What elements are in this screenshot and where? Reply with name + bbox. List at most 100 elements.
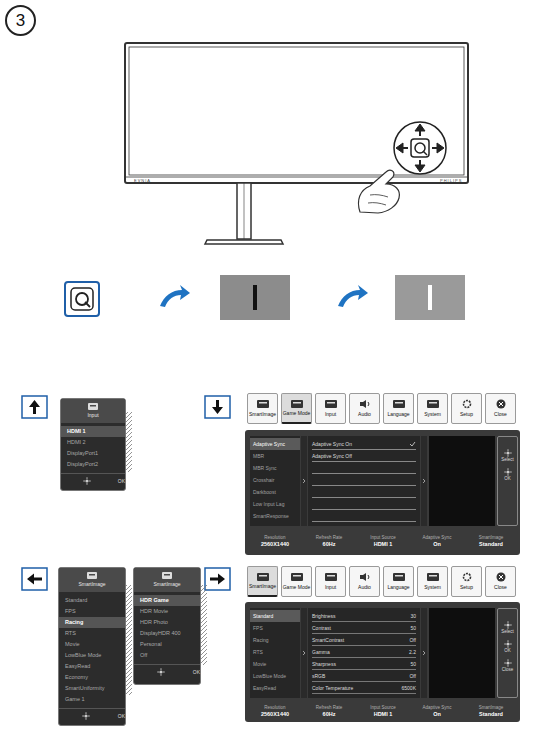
menu-tab: SmartImage <box>247 566 278 597</box>
tab-icon <box>426 572 440 582</box>
drawing-rect <box>129 47 464 175</box>
drawing-rect <box>411 139 429 157</box>
drawing-path <box>504 659 512 667</box>
hand-drawing <box>358 170 399 213</box>
option-row <box>312 498 416 510</box>
popup-icon <box>86 571 98 580</box>
tab-label-wrap: Language <box>384 575 413 593</box>
drawing-rect <box>220 275 290 320</box>
menu-item: DisplayHDR 400 <box>134 628 200 639</box>
popup-items: StandardFPSRacingRTSMovieLowBlue ModeEas… <box>59 592 125 708</box>
menu-item: DisplayPort2 <box>61 459 125 470</box>
drawing-path <box>504 468 512 476</box>
menu-tab: Input <box>315 393 346 424</box>
menu-tab: Audio <box>349 566 380 597</box>
drawing-path <box>368 575 369 579</box>
hint: OK <box>498 640 517 653</box>
drawing-rect <box>327 575 335 577</box>
setting-value: 50 <box>410 661 416 667</box>
drawing-line <box>85 302 90 307</box>
setting-row: Color Temperature6500K <box>312 682 416 694</box>
popup-footer: OK <box>59 708 125 723</box>
drawing-path <box>205 240 283 244</box>
menu-item: Racing <box>59 617 125 628</box>
hint-label: OK <box>498 648 517 653</box>
hint: OK <box>498 468 517 481</box>
drawing-rect <box>395 402 403 404</box>
menu-tab: Game Mode <box>281 566 312 597</box>
drawing-rect <box>87 572 97 579</box>
status-value: Standard <box>464 541 518 547</box>
drawing-rect <box>427 400 439 408</box>
setting-value: Off <box>409 637 416 643</box>
drawing-rect <box>126 412 132 472</box>
drawing-rect <box>88 403 98 410</box>
tab-label-wrap: Game Mode <box>282 575 311 593</box>
drawing-rect <box>427 573 439 581</box>
status-value: Standard <box>464 711 518 717</box>
setting-value: 2.2 <box>409 649 416 655</box>
tab-icon <box>392 572 406 582</box>
brand-label: EVNIA <box>134 178 151 183</box>
tab-icon <box>426 399 440 409</box>
setting-name: Brightness <box>312 613 336 619</box>
tab-label-wrap: Input <box>316 575 345 593</box>
drawing-rect <box>253 285 257 310</box>
drawing-rect <box>245 602 520 722</box>
osd-popup-menu: SmartImageHDR GameHDR MovieHDR PhotoDisp… <box>133 567 201 685</box>
ok-hint: OK <box>118 478 125 484</box>
popup-icon <box>161 571 173 580</box>
menu-tab: Game Mode <box>281 393 312 424</box>
arrow-glyphs <box>27 400 225 585</box>
option-item: Adaptive Sync On <box>312 441 352 447</box>
status-value: HDMI 1 <box>356 541 410 547</box>
drawing-circle <box>464 401 471 408</box>
setting-name: SmartContrast <box>312 637 344 643</box>
menu-list: StandardFPSRacingRTSMovieLowBlue ModeEas… <box>250 608 300 698</box>
status-label: Resolution <box>248 535 302 540</box>
drawing-rect <box>245 430 520 555</box>
drawing-path <box>212 400 223 414</box>
status-label: Input Source <box>356 535 410 540</box>
menu-item: MBR Sync <box>250 462 300 474</box>
option-row <box>312 462 416 474</box>
drawing-line <box>403 147 408 149</box>
tab-icon <box>290 572 304 582</box>
tab-label: SmartImage <box>249 411 276 417</box>
menu-tab: Language <box>383 393 414 424</box>
tab-icon <box>256 399 270 409</box>
drawing-path <box>368 195 388 205</box>
setting-row: Sharpness50 <box>312 658 416 670</box>
drawing-path <box>504 621 512 629</box>
menu-item: HDMI 1 <box>61 426 125 437</box>
drawing-rect <box>257 400 269 408</box>
status-value: On <box>410 541 464 547</box>
popup-title: Input <box>61 412 125 418</box>
menu-item: HDMI 2 <box>61 437 125 448</box>
hint-label: Select <box>498 629 517 634</box>
menu-tab: Input <box>315 566 346 597</box>
drawing-path <box>160 285 190 307</box>
control-hints: SelectOK Close <box>497 608 518 698</box>
drawing-path <box>358 170 399 213</box>
menu-tab: SmartImage <box>247 393 278 424</box>
monitor-drawing <box>125 43 468 244</box>
arrow-keys <box>22 396 230 590</box>
tab-label-wrap: System <box>418 402 447 420</box>
drawing-circle <box>506 451 509 454</box>
status-value: 2560X1440 <box>248 541 302 547</box>
drawing-path <box>499 575 503 579</box>
drawing-circle <box>497 573 506 582</box>
osd-popup-menu: SmartImageStandardFPSRacingRTSMovieLowBl… <box>58 567 126 726</box>
status-value: 2560X1440 <box>248 711 302 717</box>
drawing-rect <box>65 282 99 316</box>
drawing-circle <box>506 661 509 664</box>
menu-tab: System <box>417 566 448 597</box>
osd-popup-menu: InputHDMI 1HDMI 2DisplayPort1DisplayPort… <box>60 398 126 491</box>
menu-item: Crosshair <box>250 474 300 486</box>
status-label: Adaptive Sync <box>410 535 464 540</box>
hint: Close <box>498 659 517 672</box>
tab-icon <box>324 399 338 409</box>
tab-icon <box>358 572 372 582</box>
status-label: Adaptive Sync <box>410 705 464 710</box>
